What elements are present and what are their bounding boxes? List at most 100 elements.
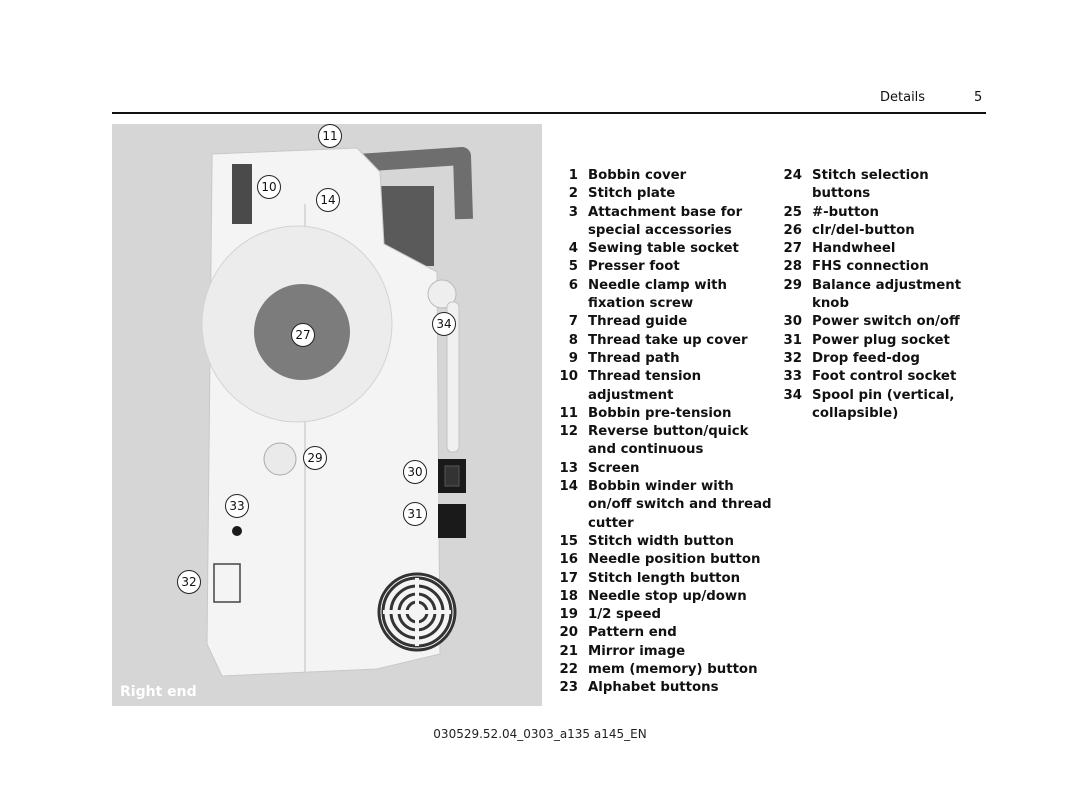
legend-item: 33 Foot control socket — [780, 368, 990, 386]
callout-14: 14 — [316, 188, 340, 212]
legend-item: 25#-button — [780, 204, 990, 222]
section-title: Details — [880, 90, 926, 105]
legend-item: 14 Bobbin winder with on/off switch and t… — [556, 478, 776, 533]
balance-knob — [263, 442, 297, 476]
page-header: Details 5 — [112, 86, 986, 114]
legend-item-text: Handwheel — [812, 241, 896, 257]
legend-item: 7 Thread guide — [556, 313, 776, 331]
legend-item-text: Stitch length button — [588, 570, 741, 586]
legend-item-number: 13 — [559, 460, 578, 476]
callout-27: 27 — [291, 323, 315, 347]
document-code: 030529.52.04_0303_a135 a145_EN — [433, 727, 647, 741]
legend-item-number: 9 — [568, 350, 578, 366]
legend-item-number: 19 — [559, 607, 578, 623]
legend-item-text: Power plug socket — [812, 332, 950, 348]
legend-item-number: 26 — [783, 222, 802, 238]
legend-item-number: 22 — [559, 662, 578, 678]
legend-item: 30 Power switch on/off — [780, 313, 990, 331]
spool-pin-shape — [427, 279, 457, 309]
legend-item-number: 30 — [783, 314, 802, 330]
machine-photo: 11 10 14 27 34 29 30 33 31 32 Right end — [112, 124, 542, 706]
legend-item-number: 34 — [783, 387, 802, 403]
legend-item-text: Thread tension adjustment — [588, 369, 702, 403]
left-panel-edge — [232, 164, 252, 224]
legend-item: 13 Screen — [556, 460, 776, 478]
legend-item-text: Bobbin cover — [588, 168, 687, 183]
legend-item: 18 Needle stop up/down — [556, 588, 776, 606]
callout-32: 32 — [177, 570, 201, 594]
legend-item-text: Balance adjustment knob — [812, 277, 962, 312]
legend-item-number: 27 — [783, 241, 802, 257]
callout-33: 33 — [225, 494, 249, 518]
legend-item: 29 Balance adjustment knob — [780, 277, 990, 314]
legend-item-text: Reverse button/quick and continuous — [588, 424, 749, 458]
legend-item-number: 32 — [783, 350, 802, 366]
callout-29: 29 — [303, 446, 327, 470]
legend-item: 16 Needle position button — [556, 551, 776, 569]
legend-item-number: 33 — [783, 369, 802, 385]
legend-item-number: 8 — [568, 332, 578, 348]
legend-item-text: Thread take up cover — [588, 332, 748, 348]
legend-item-number: 15 — [559, 533, 578, 549]
legend-item-number: 7 — [568, 314, 578, 330]
legend-item-number: 5 — [568, 259, 578, 275]
legend-item: 26 clr/del-button — [780, 222, 990, 240]
legend-item-number: 16 — [559, 552, 578, 568]
legend-item-text: Bobbin winder with on/off switch and thr… — [588, 479, 772, 531]
legend-item: 8 Thread take up cover — [556, 332, 776, 350]
legend-item: 20 Pattern end — [556, 624, 776, 642]
legend-item: 11 Bobbin pre-tension — [556, 405, 776, 423]
legend-item-text: Stitch width button — [588, 533, 734, 549]
legend-item: 27 Handwheel — [780, 240, 990, 258]
legend-item-text: Thread path — [588, 350, 680, 366]
legend-item-number: 20 — [559, 625, 578, 641]
legend-item-number: 29 — [783, 277, 802, 293]
legend-item-text: Needle clamp with fixation screw — [588, 277, 727, 312]
legend-item-number: 12 — [559, 424, 578, 440]
legend-item-text: Bobbin pre-tension — [588, 405, 732, 421]
legend-item-number: 1 — [568, 168, 578, 183]
legend-item-number: 23 — [559, 680, 578, 696]
legend-item-text: Thread guide — [588, 314, 688, 330]
legend-item-text: Needle stop up/down — [588, 588, 747, 604]
figure-caption: Right end — [120, 684, 197, 700]
drop-feed-dog-shape — [213, 563, 241, 603]
legend-item: 9 Thread path — [556, 350, 776, 368]
legend-item-number: 21 — [559, 643, 578, 659]
legend-item-number: 14 — [559, 479, 578, 495]
legend-item: 4 Sewing table socket — [556, 240, 776, 258]
legend-item-text: Needle position button — [588, 552, 761, 568]
legend-item-number: 2 — [568, 186, 578, 202]
legend-item-number: 18 — [559, 588, 578, 604]
legend-item-text: Screen — [588, 460, 640, 476]
legend-item-number: 6 — [568, 277, 578, 293]
handle-shape — [341, 147, 473, 220]
power-switch-rocker — [444, 465, 460, 487]
callout-31: 31 — [403, 502, 427, 526]
callout-10: 10 — [257, 175, 281, 199]
legend-item-text: Sewing table socket — [588, 241, 739, 257]
legend-item: 19 1/2 speed — [556, 606, 776, 624]
legend-item-text: clr/del-button — [812, 222, 915, 238]
legend-item-text: #-button — [812, 204, 879, 220]
legend-item-text: Pattern end — [588, 625, 677, 641]
legend-item-text: Mirror image — [588, 643, 686, 659]
legend-item-number: 11 — [559, 405, 578, 421]
page-number: 5 — [974, 90, 983, 105]
legend-item: 21 Mirror image — [556, 643, 776, 661]
legend-item-number: 4 — [568, 241, 578, 257]
legend-item-text: Power switch on/off — [812, 314, 960, 330]
legend-item-text: 1/2 speed — [588, 607, 661, 623]
legend-item-text: Attachment base for special accessories — [588, 204, 743, 238]
legend-item-text: Foot control socket — [812, 369, 957, 385]
